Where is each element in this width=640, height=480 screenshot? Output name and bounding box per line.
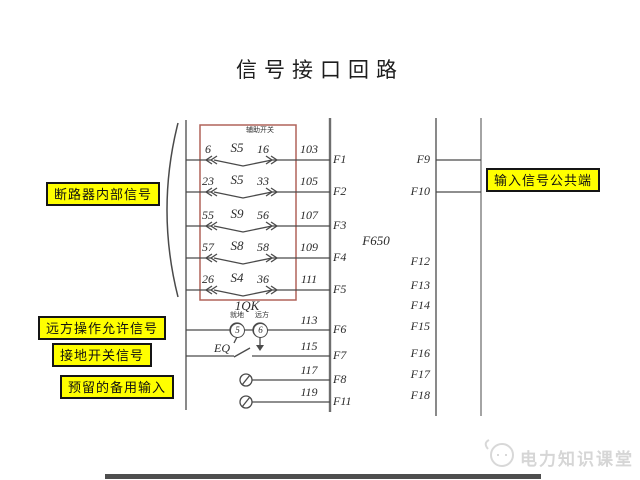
terminal-label: F3 [333, 218, 347, 232]
callout-input-signal-common: 输入信号公共端 [486, 168, 601, 192]
contact-circle-local: 5 [230, 323, 245, 338]
relay-model-label: F650 [362, 233, 390, 248]
wire-number: 119 [300, 385, 318, 399]
right-terminal-label: F15 [410, 319, 430, 333]
watermark-logo-icon [484, 439, 514, 467]
wire-number: 107 [300, 208, 318, 222]
callout-earth-switch-signal: 接地开关信号 [52, 343, 153, 367]
switch-label: S8 [230, 238, 244, 253]
right-terminal-label: F14 [410, 298, 430, 312]
right-terminal-label: F16 [410, 346, 430, 360]
switch-label: S9 [230, 206, 244, 221]
callout-breaker-internal-signals: 断路器内部信号 [46, 182, 161, 206]
contact-pin: 16 [257, 142, 269, 156]
terminal-label: F6 [333, 322, 347, 336]
contact-pin: 23 [202, 174, 214, 188]
watermark-text: 电力知识课堂 [520, 450, 634, 469]
right-terminal-label: F9 [416, 152, 430, 166]
terminal-label: F4 [333, 250, 347, 264]
terminal-label: F1 [333, 152, 347, 166]
page-title: 信号接口回路 [236, 58, 404, 82]
remote-row-local-note: 就地 [230, 311, 244, 319]
contact-circle-remote: 6 [253, 323, 268, 338]
terminal-label: F7 [333, 348, 347, 362]
contact-pin: 58 [257, 240, 269, 254]
earth-switch-label: EQ [214, 341, 230, 355]
remote-row-remote-note: 远方 [255, 311, 269, 319]
wire-number: 111 [300, 272, 318, 286]
wire-number: 109 [300, 240, 318, 254]
terminal-label: F5 [333, 282, 347, 296]
right-terminal-label: F12 [410, 254, 430, 268]
right-terminal-label: F17 [410, 367, 430, 381]
wire-number: 105 [300, 174, 318, 188]
wire-number: 113 [300, 313, 318, 327]
contact-pin: 55 [202, 208, 214, 222]
wire-number: 115 [300, 339, 318, 353]
callout-remote-operation-permit: 远方操作允许信号 [38, 316, 167, 340]
switch-label: S5 [230, 140, 244, 155]
contact-pin: 57 [202, 240, 214, 254]
right-terminal-label: F10 [410, 184, 430, 198]
contact-pin: 26 [202, 272, 214, 286]
switch-box-note: 辅助开关 [246, 126, 274, 134]
terminal-label: F2 [333, 184, 347, 198]
contact-pin: 56 [257, 208, 269, 222]
contact-pin: 36 [257, 272, 269, 286]
callout-reserved-spare-input: 预留的备用输入 [60, 375, 175, 399]
switch-label: S4 [230, 270, 244, 285]
wire-number: 117 [300, 363, 318, 377]
contact-pin: 6 [205, 142, 211, 156]
switch-label: S5 [230, 172, 244, 187]
contact-pin: 33 [257, 174, 269, 188]
switch-group-label: 1QK [234, 298, 260, 313]
right-terminal-label: F18 [410, 388, 430, 402]
terminal-label: F11 [333, 394, 352, 408]
right-terminal-label: F13 [410, 278, 430, 292]
bottom-bar [105, 474, 541, 479]
wire-number: 103 [300, 142, 318, 156]
terminal-label: F8 [333, 372, 347, 386]
